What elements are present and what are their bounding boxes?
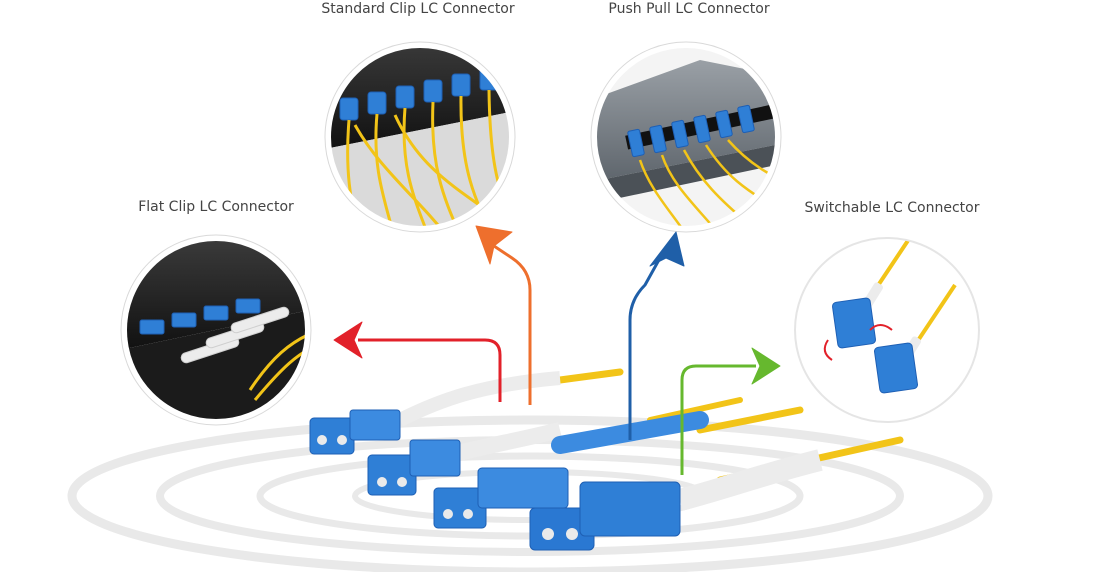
label-push-pull: Push Pull LC Connector [608, 1, 770, 17]
label-switchable: Switchable LC Connector [804, 200, 980, 216]
label-standard-clip: Standard Clip LC Connector [321, 1, 515, 17]
label-flat-clip: Flat Clip LC Connector [138, 199, 294, 215]
flat-clip-photo [120, 234, 312, 426]
push-pull-photo [590, 41, 782, 233]
arrow-flat-clip [333, 321, 502, 402]
connector-cluster [309, 371, 823, 551]
switchable-photo [794, 237, 980, 423]
standard-clip-photo [324, 41, 516, 233]
arrow-push-pull [628, 231, 685, 440]
arrow-standard-clip [475, 225, 532, 405]
arrow-switchable [680, 347, 781, 475]
